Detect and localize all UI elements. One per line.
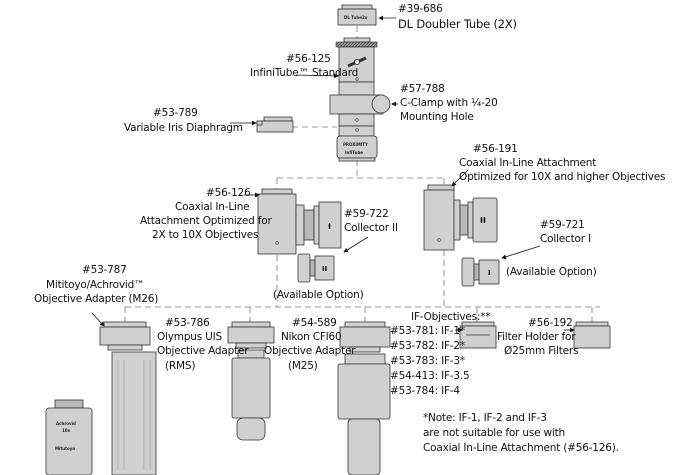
- olympus-part-number: #53-786: [165, 317, 210, 329]
- coax-left-line3: 2X to 10X Objectives: [152, 229, 259, 241]
- svg-text:InfiTube: InfiTube: [345, 150, 363, 155]
- nikon-line3: (M25): [288, 360, 318, 372]
- doubler-tube-part: DL Tube2x: [337, 4, 377, 26]
- svg-text:I: I: [328, 222, 331, 231]
- iris-diaphragm-part: [256, 116, 294, 133]
- clamp-line2: Mounting Hole: [400, 111, 474, 123]
- if-objective-item: #53-781: IF-1*: [390, 325, 465, 337]
- collector2-name: Collector II: [344, 222, 398, 234]
- olympus-line1: Olympus UIS: [157, 331, 222, 343]
- coax-right-line2: Optimized for 10X and higher Objectives: [459, 171, 666, 183]
- if-objective-item: #54-413: IF-3.5: [390, 370, 470, 382]
- filter-part-number: #56-192: [528, 317, 573, 329]
- infinitube-part-number: #56-125: [286, 53, 331, 65]
- svg-text:Achrovid: Achrovid: [56, 421, 76, 426]
- if-objective-item: #53-784: IF-4: [390, 385, 460, 397]
- clamp-line1: C-Clamp with ¼-20: [400, 97, 498, 109]
- svg-text:10x: 10x: [62, 428, 71, 433]
- pointer-arrows: [91, 15, 575, 333]
- iris-part-number: #53-789: [153, 107, 198, 119]
- coaxial-attachment-56-191: II: [423, 184, 498, 251]
- note-line3: Coaxial In-Line Attachment (#56-126).: [423, 442, 619, 454]
- svg-text:II: II: [480, 216, 486, 225]
- mitutoyo-part-number: #53-787: [82, 264, 127, 276]
- note-line2: are not suitable for use with: [423, 427, 565, 439]
- mitutoyo-line2: Objective Adapter (M26): [34, 293, 159, 305]
- collector2-part-number: #59-722: [344, 208, 389, 220]
- objective-adapters: [99, 321, 611, 353]
- svg-text:I: I: [488, 269, 491, 277]
- olympus-line2: Objective Adapter: [157, 345, 249, 357]
- if-objective-item: #53-783: IF-3*: [390, 355, 465, 367]
- collector1-option: (Available Option): [506, 266, 597, 278]
- clamp-hole-icon: [371, 94, 391, 114]
- coaxial-attachment-56-126: I: [257, 188, 342, 255]
- coax-left-line1: Coaxial In-Line: [175, 201, 250, 213]
- filter-line2: Ø25mm Filters: [504, 345, 579, 357]
- collector1-name: Collector I: [540, 233, 591, 245]
- coax-left-part-number: #56-126: [206, 187, 251, 199]
- collector2-option: (Available Option): [273, 289, 364, 301]
- svg-text:II: II: [322, 265, 327, 273]
- svg-text:Mitutoyo: Mitutoyo: [55, 446, 75, 451]
- nikon-line1: Nikon CFI60: [281, 331, 342, 343]
- nikon-line2: Objective Adapter: [264, 345, 356, 357]
- coax-right-line1: Coaxial In-Line Attachment: [459, 157, 597, 169]
- iris-name: Variable Iris Diaphragm: [124, 122, 243, 134]
- coax-right-part-number: #56-191: [473, 143, 518, 155]
- note-line1: *Note: IF-1, IF-2 and IF-3: [423, 412, 547, 424]
- olympus-line3: (RMS): [165, 360, 196, 372]
- svg-text:PROXIMITY: PROXIMITY: [343, 142, 368, 147]
- connector-lines: [124, 26, 600, 322]
- mitutoyo-line1: Mititoyo/Achrovid™: [46, 279, 145, 291]
- doubler-name: DL Doubler Tube (2X): [398, 17, 517, 31]
- collector-i-part: I: [461, 257, 500, 287]
- infinitube-part: PROXIMITY InfiTube: [329, 37, 391, 162]
- coax-left-line2: Attachment Optimized for: [140, 215, 272, 227]
- clamp-part-number: #57-788: [400, 83, 445, 95]
- svg-text:DL Tube2x: DL Tube2x: [344, 15, 368, 20]
- doubler-part-number: #39-686: [398, 3, 443, 15]
- collector1-part-number: #59-721: [540, 219, 585, 231]
- nikon-part-number: #54-589: [292, 317, 337, 329]
- filter-line1: Filter Holder for: [497, 331, 576, 343]
- infinitube-name: InfiniTube™ Standard: [250, 67, 359, 79]
- collector-ii-part: II: [297, 253, 335, 283]
- if-objectives-title: IF-Objectives:**: [411, 311, 491, 323]
- if-objective-item: #53-782: IF-2*: [390, 340, 465, 352]
